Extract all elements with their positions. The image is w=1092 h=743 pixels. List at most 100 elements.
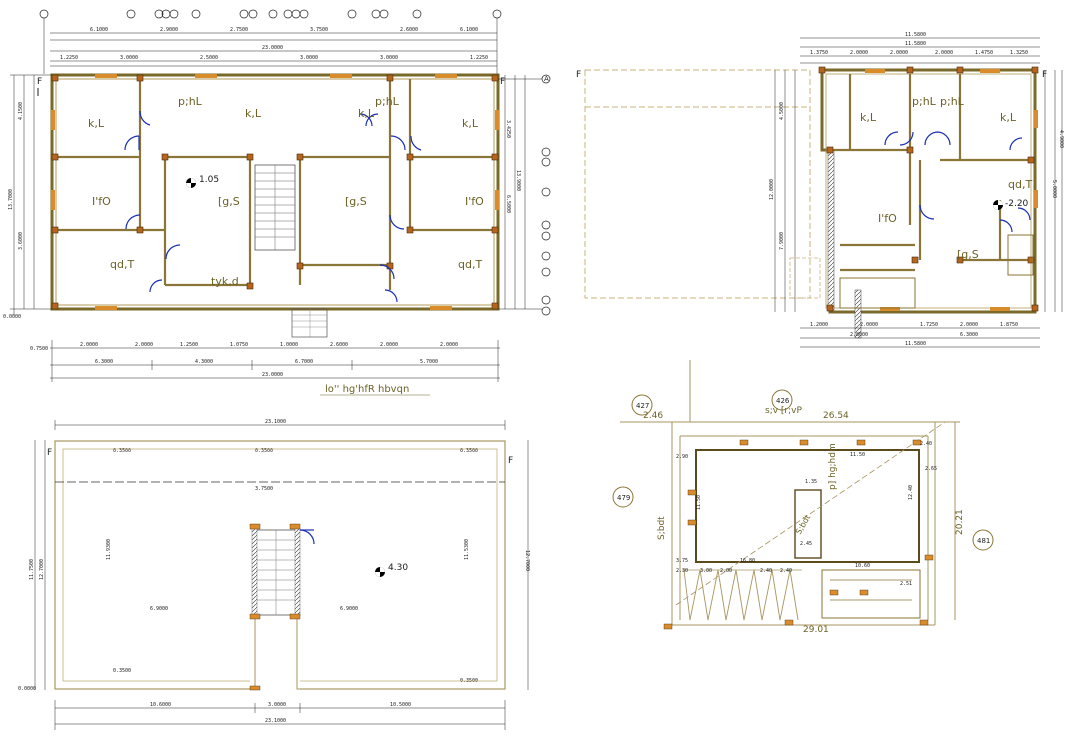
svg-text:2.45: 2.45 <box>800 541 812 547</box>
svg-text:6.5000: 6.5000 <box>505 195 511 213</box>
dimension: 23.1000 <box>265 419 286 425</box>
svg-text:3.75: 3.75 <box>676 558 688 564</box>
site-label: p] hg;hdm <box>828 443 838 490</box>
site-label: s;v [r;vP <box>765 406 802 416</box>
svg-text:0.3500: 0.3500 <box>113 668 131 674</box>
svg-text:12.40: 12.40 <box>908 485 914 500</box>
section-mark: F <box>37 77 42 87</box>
svg-text:0.3500: 0.3500 <box>460 448 478 454</box>
plot-number: 479 <box>617 494 630 502</box>
section-mark: F <box>1042 70 1047 80</box>
section-mark: F <box>508 456 513 466</box>
svg-text:5.0000: 5.0000 <box>1051 180 1057 198</box>
svg-text:6.9000: 6.9000 <box>150 606 168 612</box>
svg-text:2.51: 2.51 <box>900 581 912 587</box>
svg-text:1.2000: 1.2000 <box>810 322 828 328</box>
dimension: 6.7000 <box>295 359 313 365</box>
dimension: 11.7500 <box>29 559 35 580</box>
room-label: [g,S <box>345 195 367 208</box>
svg-text:2.90: 2.90 <box>676 454 688 460</box>
site-dimension: 29.01 <box>803 625 829 635</box>
room-label: [g,S <box>957 248 979 261</box>
plot-number: 427 <box>636 402 649 410</box>
room-label: qd,T <box>1008 178 1032 191</box>
svg-text:1.4750: 1.4750 <box>975 50 993 56</box>
svg-text:2.40: 2.40 <box>920 441 932 447</box>
svg-text:4.5000: 4.5000 <box>779 102 785 120</box>
svg-text:1.35: 1.35 <box>805 479 817 485</box>
svg-text:1.3750: 1.3750 <box>810 50 828 56</box>
dimension: 23.1000 <box>265 718 286 724</box>
svg-text:13.7000: 13.7000 <box>8 189 14 210</box>
svg-text:0.0000: 0.0000 <box>3 314 21 320</box>
room-label: k,L <box>245 107 262 120</box>
svg-text:2.0000: 2.0000 <box>860 322 878 328</box>
svg-text:1.2250: 1.2250 <box>60 55 78 61</box>
site-dimension: 11.50 <box>696 495 702 510</box>
svg-text:6.1000: 6.1000 <box>460 27 478 33</box>
dimension: 10.6000 <box>150 702 171 708</box>
section-mark: F <box>500 77 505 87</box>
svg-text:2.9000: 2.9000 <box>160 27 178 33</box>
dimension: 3.0000 <box>268 702 286 708</box>
level-marker-roof: 4.30 <box>388 563 408 573</box>
level-marker-top-right: -2.20 <box>1005 199 1029 209</box>
level-marker-top-left: 1.05 <box>199 175 219 185</box>
plot-number: 481 <box>977 537 990 545</box>
svg-text:2.0000: 2.0000 <box>380 342 398 348</box>
room-label: p;hL <box>940 95 965 108</box>
dimension: 11.5800 <box>905 341 926 347</box>
svg-text:3.0000: 3.0000 <box>380 55 398 61</box>
svg-text:2.30: 2.30 <box>676 568 688 574</box>
svg-text:1.7250: 1.7250 <box>920 322 938 328</box>
svg-text:3.0000: 3.0000 <box>300 55 318 61</box>
svg-text:1.3250: 1.3250 <box>1010 50 1028 56</box>
svg-text:2.0000: 2.0000 <box>960 322 978 328</box>
dimension: 5.7000 <box>420 359 438 365</box>
room-label: p;hL <box>912 95 937 108</box>
room-label: k,L <box>1000 111 1017 124</box>
svg-text:13.9000: 13.9000 <box>515 170 521 191</box>
svg-text:2.0000: 2.0000 <box>850 50 868 56</box>
svg-text:2.6000: 2.6000 <box>400 27 418 33</box>
room-label: tyk,d <box>211 275 239 288</box>
svg-text:7.9000: 7.9000 <box>779 232 785 250</box>
svg-text:0.7500: 0.7500 <box>30 346 48 352</box>
room-label: qd,T <box>458 258 482 271</box>
svg-text:11.9300: 11.9300 <box>106 539 112 560</box>
svg-text:2.7500: 2.7500 <box>230 27 248 33</box>
plan-bottom-left: 23.1000 10.6000 3.0000 10.5000 23.1000 1… <box>18 419 530 730</box>
room-label: I'fO <box>92 195 111 208</box>
site-dimension: 10.60 <box>855 563 870 569</box>
plot-number: 426 <box>776 397 790 405</box>
svg-text:4.9000: 4.9000 <box>1058 130 1064 148</box>
room-label: I'fO <box>878 212 897 225</box>
room-label: p;hL <box>375 95 400 108</box>
svg-text:2.0000: 2.0000 <box>80 342 98 348</box>
svg-text:2.0000: 2.0000 <box>935 50 953 56</box>
plan-top-right: F F <box>576 32 1064 348</box>
room-label: I'fO <box>465 195 484 208</box>
room-label: p;hL <box>178 95 203 108</box>
svg-text:2.0000: 2.0000 <box>135 342 153 348</box>
svg-text:12.0000: 12.0000 <box>769 179 775 200</box>
room-label: qd,T <box>110 258 134 271</box>
room-label: k,L <box>358 107 375 120</box>
svg-text:3.7500: 3.7500 <box>255 486 273 492</box>
site-label: S;bdt <box>794 513 812 536</box>
dimension: 6.3000 <box>95 359 113 365</box>
svg-text:11.50: 11.50 <box>850 452 865 458</box>
site-dimension: 26.54 <box>823 411 849 421</box>
svg-text:2.5000: 2.5000 <box>200 55 218 61</box>
svg-text:16.80: 16.80 <box>740 558 755 564</box>
svg-text:3.0000: 3.0000 <box>120 55 138 61</box>
dimension: 4.3000 <box>195 359 213 365</box>
section-mark: F <box>47 448 52 458</box>
dimension: 10.5000 <box>390 702 411 708</box>
svg-text:4.1500: 4.1500 <box>18 102 24 120</box>
room-label: k,L <box>860 111 877 124</box>
room-label: [g,S <box>218 195 240 208</box>
svg-text:2.65: 2.65 <box>925 466 937 472</box>
